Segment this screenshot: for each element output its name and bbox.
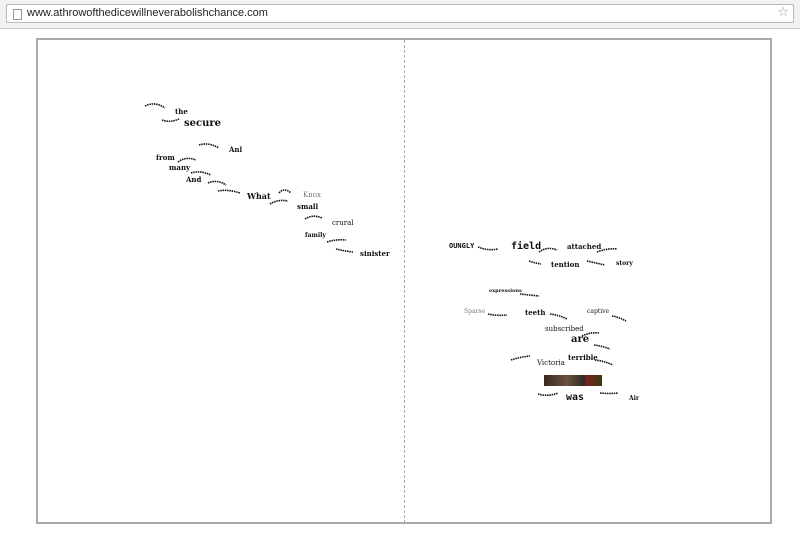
word: Knox [303,191,321,199]
squiggle-word [537,392,559,397]
squiggle-word [538,247,558,253]
word: secure [184,118,221,129]
word: Sparse [464,308,486,315]
squiggle-word [599,392,619,395]
squiggle-word [586,260,606,266]
word: crural [332,219,354,227]
word: small [297,202,319,211]
squiggle-word [528,260,542,265]
page-divider [404,40,405,523]
squiggle-word [217,189,241,194]
word: sinister [360,249,390,258]
word: terrible [568,353,598,362]
bookmark-star-icon[interactable]: ☆ [777,5,789,20]
word: field [511,241,542,252]
squiggle-word [519,293,540,297]
book-spread [36,38,772,524]
word: attached [567,242,602,251]
squiggle-word [477,246,499,251]
squiggle-word [594,359,614,366]
squiggle-word [326,238,347,243]
url-text: www.athrowofthedicewillneverabolishchanc… [27,7,268,19]
squiggle-word [487,313,508,317]
address-bar[interactable]: www.athrowofthedicewillneverabolishchanc… [6,4,794,23]
squiggle-word [593,344,611,350]
squiggle-word [177,157,197,163]
word: OUNGLY [449,242,475,250]
squiggle-word [269,199,289,205]
word: are [571,334,590,345]
squiggle-word [198,143,220,149]
squiggle-word [611,315,627,322]
word: Anl [229,145,243,154]
word: expressions [489,288,522,294]
word: What [247,191,271,201]
word: Air [629,395,640,402]
squiggle-word [510,355,531,361]
squiggle-word [581,332,600,337]
squiggle-word [335,248,354,253]
squiggle-word [144,103,166,109]
word: story [616,260,633,267]
word: family [305,232,326,239]
word: subscribed [545,325,584,333]
word: teeth [525,308,546,317]
embedded-image [544,375,602,386]
squiggle-word [596,248,618,253]
page-icon [13,9,22,20]
word: Victoria [537,359,565,367]
squiggle-word [207,180,227,186]
word: the [175,107,188,116]
squiggle-word [549,313,568,320]
word: tention [551,260,580,269]
word: from [156,153,175,162]
word: was [566,392,585,403]
browser-toolbar: www.athrowofthedicewillneverabolishchanc… [0,0,800,29]
squiggle-word [190,171,212,176]
word: many [169,163,191,172]
word: And [186,175,202,184]
squiggle-word [304,215,323,220]
word: captive [587,308,610,315]
squiggle-word [161,118,180,123]
squiggle-word [278,189,292,194]
